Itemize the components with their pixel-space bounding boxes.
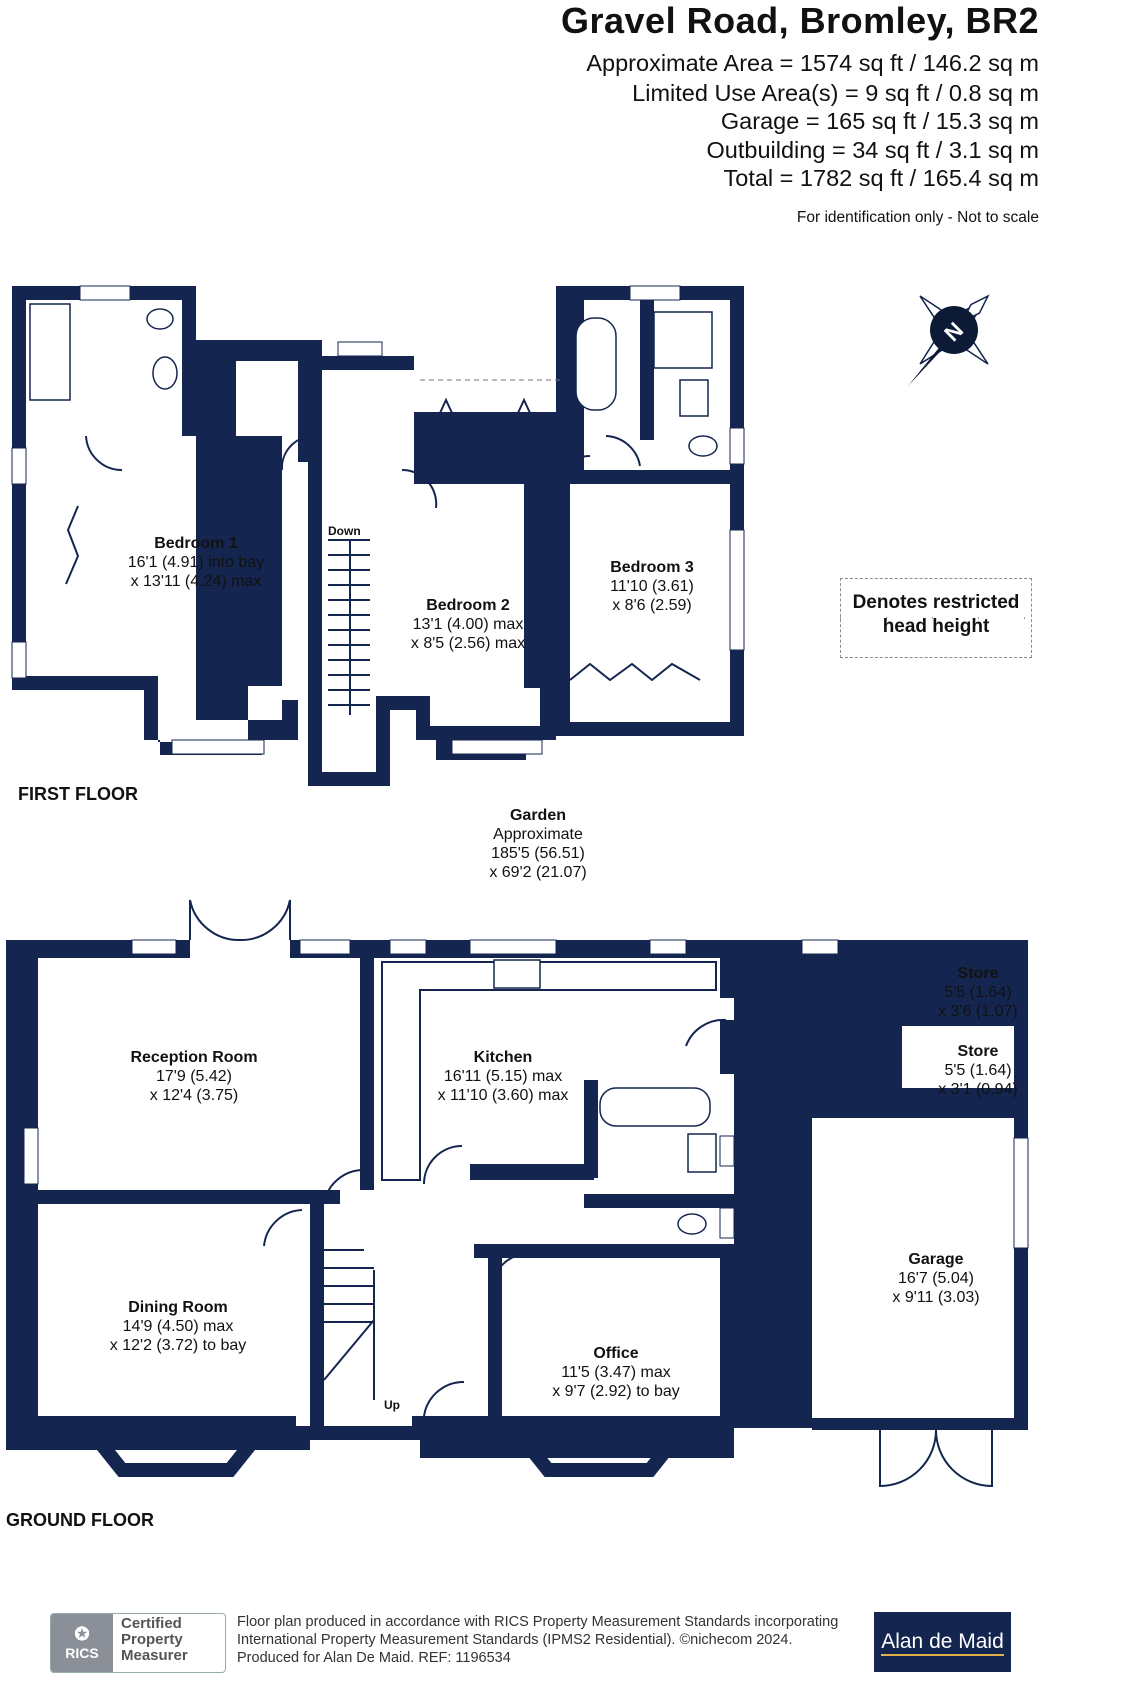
room-office: Office 11'5 (3.47) max x 9'7 (2.92) to b… (546, 1344, 686, 1401)
area-garage: Garage = 165 sq ft / 15.3 sq m (720, 108, 1039, 134)
ground-floor-plan (6, 899, 1029, 1488)
area-approximate: Approximate Area = 1574 sq ft / 146.2 sq… (586, 50, 1039, 76)
room-dimension: 5'5 (1.64) (944, 984, 1012, 1001)
room-bedroom-1: Bedroom 1 16'1 (4.91) into bay x 13'11 (… (106, 534, 286, 591)
footer-line-2: International Property Measurement Stand… (237, 1632, 793, 1648)
room-name: Bedroom 1 (154, 535, 238, 552)
ground-floor-walls-main (6, 940, 1028, 1458)
ground-floor-label: GROUND FLOOR (6, 1510, 154, 1530)
room-dimension: x 9'7 (2.92) to bay (552, 1383, 680, 1400)
first-floor-label: FIRST FLOOR (18, 784, 138, 804)
rics-cert-line: Certified (121, 1615, 182, 1632)
footer-line-1: Floor plan produced in accordance with R… (237, 1614, 839, 1630)
room-dimension: 14'9 (4.50) max (122, 1318, 234, 1335)
garden-name: Garden (509, 807, 566, 824)
room-dimension: x 3'6 (1.07) (938, 1003, 1018, 1020)
rics-cert-text: Certified Property Measurer (121, 1616, 188, 1664)
rics-certification-badge: ✪ RICS Certified Property Measurer (50, 1613, 226, 1673)
rics-logo-text: RICS (65, 1645, 99, 1661)
agent-brand-logo: Alan de Maid (874, 1612, 1011, 1672)
room-dimension: x 8'5 (2.56) max (410, 635, 526, 652)
garden-dimension: Approximate (493, 826, 583, 843)
room-name: Garage (908, 1251, 964, 1268)
room-name: Bedroom 3 (610, 559, 694, 576)
room-dimension: 11'10 (3.61) (610, 578, 694, 595)
room-dimension: 5'5 (1.64) (944, 1062, 1012, 1079)
room-dimension: 13'1 (4.00) max (412, 616, 524, 633)
rics-logo: ✪ RICS (51, 1614, 113, 1672)
stairs-up-label: Up (384, 1398, 400, 1412)
property-title: Gravel Road, Bromley, BR2 (561, 0, 1039, 41)
restricted-height-legend: Denotes restricted head height (840, 578, 1032, 658)
room-dimension: 16'11 (5.15) max (443, 1068, 563, 1085)
room-name: Office (593, 1345, 639, 1362)
room-dimension: x 9'11 (3.03) (892, 1289, 980, 1306)
room-dimension: x 12'2 (3.72) to bay (109, 1337, 247, 1354)
rics-emblem-icon: ✪ (74, 1624, 90, 1644)
room-dining: Dining Room 14'9 (4.50) max x 12'2 (3.72… (88, 1298, 268, 1355)
room-store-1: Store 5'5 (1.64) x 3'6 (1.07) (928, 964, 1028, 1021)
room-dimension: 11'5 (3.47) max (561, 1364, 671, 1381)
area-limited-use: Limited Use Area(s) = 9 sq ft / 0.8 sq m (632, 80, 1039, 106)
garden-label: Garden Approximate 185'5 (56.51) x 69'2 … (478, 806, 598, 882)
room-bedroom-2: Bedroom 2 13'1 (4.00) max x 8'5 (2.56) m… (398, 596, 538, 653)
legend-line-1: Denotes restricted (852, 592, 1020, 613)
room-name: Store (957, 965, 999, 982)
footer-line-3: Produced for Alan De Maid. REF: 1196534 (237, 1650, 511, 1666)
brand-name: Alan de Maid (881, 1630, 1004, 1656)
toilet-icon-2 (688, 435, 718, 457)
garden-dimension: x 69'2 (21.07) (489, 864, 587, 881)
compass-rose-icon (908, 294, 990, 386)
room-store-2: Store 5'5 (1.64) x 3'1 (0.94) (928, 1042, 1028, 1099)
area-outbuilding: Outbuilding = 34 sq ft / 3.1 sq m (706, 137, 1039, 163)
area-total: Total = 1782 sq ft / 165.4 sq m (723, 165, 1039, 191)
first-floor-walls-middle (298, 340, 556, 786)
basin-icon (152, 356, 178, 390)
shower-tray-icon (29, 303, 71, 401)
toilet-icon (146, 308, 174, 330)
room-name: Kitchen (473, 1049, 533, 1066)
shower-tray-icon-2 (653, 311, 713, 369)
room-name: Bedroom 2 (426, 597, 510, 614)
room-dimension: 16'1 (4.91) into bay (127, 554, 265, 571)
room-kitchen: Kitchen 16'11 (5.15) max x 11'10 (3.60) … (428, 1048, 578, 1105)
bath-icon (575, 317, 617, 411)
room-dimension: x 3'1 (0.94) (938, 1081, 1018, 1098)
room-dimension: x 12'4 (3.75) (149, 1087, 239, 1104)
bath-icon-3 (599, 1087, 711, 1127)
first-floor-walls-left (12, 286, 322, 755)
toilet-icon-3 (677, 1213, 707, 1235)
room-dimension: 16'7 (5.04) (898, 1270, 974, 1287)
kitchen-sink-icon (493, 959, 541, 989)
room-name: Reception Room (130, 1049, 258, 1066)
room-name: Store (957, 1043, 999, 1060)
rics-cert-line: Measurer (121, 1647, 188, 1664)
room-dimension: 17'9 (5.42) (156, 1068, 232, 1085)
legend-line-2: head height (882, 616, 990, 637)
footer-notes: Floor plan produced in accordance with R… (237, 1613, 838, 1667)
stairs-down-label: Down (328, 524, 361, 538)
room-dimension: x 11'10 (3.60) max (437, 1087, 569, 1104)
room-dimension: x 13'11 (4.24) max (130, 573, 262, 590)
room-name: Dining Room (128, 1299, 228, 1316)
garden-dimension: 185'5 (56.51) (491, 845, 585, 862)
basin-icon-2 (679, 379, 709, 417)
room-bedroom-3: Bedroom 3 11'10 (3.61) x 8'6 (2.59) (582, 558, 722, 615)
room-garage: Garage 16'7 (5.04) x 9'11 (3.03) (876, 1250, 996, 1307)
disclaimer: For identification only - Not to scale (796, 209, 1039, 226)
rics-cert-line: Property (121, 1631, 183, 1648)
basin-icon-3 (687, 1133, 717, 1173)
room-dimension: x 8'6 (2.59) (612, 597, 692, 614)
first-floor-plan (11, 285, 745, 786)
room-reception: Reception Room 17'9 (5.42) x 12'4 (3.75) (104, 1048, 284, 1105)
